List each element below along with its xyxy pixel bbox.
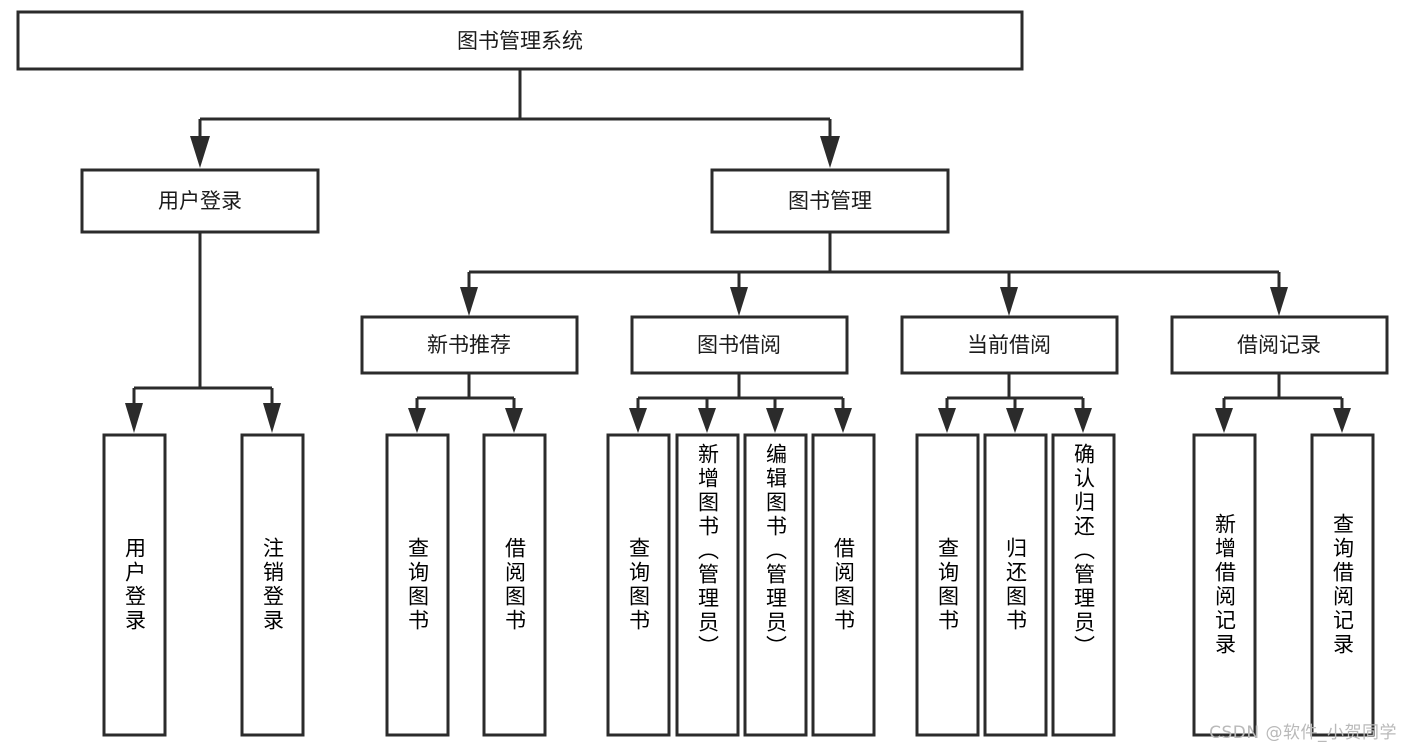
node-leaf-confirm-return[interactable]: 确认归还（管理员） bbox=[1051, 433, 1116, 737]
arrow-head-borrow-record bbox=[1270, 287, 1288, 316]
node-leaf-return-book-label: 归还图书 bbox=[1003, 537, 1028, 633]
node-leaf-add-record-label: 新增借阅记录 bbox=[1212, 513, 1237, 657]
arrow-head-leaf-confirm-return bbox=[1074, 408, 1092, 433]
arrow-head-leaf-query-book-current bbox=[938, 408, 956, 433]
node-book-borrow-box bbox=[630, 315, 849, 375]
node-leaf-borrow-book-rec-text-area: 借阅图书 bbox=[502, 537, 527, 633]
arrow-head-book-management bbox=[820, 136, 840, 168]
node-book-management[interactable]: 图书管理 bbox=[710, 168, 950, 234]
node-leaf-add-book-box bbox=[675, 433, 740, 737]
arrow-head-leaf-return-book bbox=[1006, 408, 1024, 433]
node-leaf-logout-text-area: 注销登录 bbox=[260, 537, 285, 633]
node-leaf-add-book-text-area: 新增图书（管理员） bbox=[695, 443, 720, 659]
node-leaf-query-book-borrow-box bbox=[606, 433, 671, 737]
node-leaf-query-book-borrow-label: 查询图书 bbox=[626, 537, 651, 633]
node-leaf-edit-book[interactable]: 编辑图书（管理员） bbox=[743, 433, 808, 737]
arrow-head-leaf-edit-book bbox=[766, 408, 784, 433]
node-leaf-borrow-book-text-area: 借阅图书 bbox=[831, 537, 856, 633]
node-leaf-borrow-book-box bbox=[811, 433, 876, 737]
arrow-head-user-login bbox=[190, 136, 210, 168]
node-leaf-query-record-text-area: 查询借阅记录 bbox=[1330, 513, 1355, 657]
arrow-head-book-borrow bbox=[730, 287, 748, 316]
node-leaf-user-login-box bbox=[102, 433, 167, 737]
connector-layer bbox=[125, 69, 1351, 433]
arrow-head-leaf-add-book bbox=[698, 408, 716, 433]
node-leaf-add-book-label: 新增图书（管理员） bbox=[695, 443, 720, 659]
node-current-borrow-label: 当前借阅 bbox=[967, 333, 1051, 357]
node-leaf-user-login-text-area: 用户登录 bbox=[122, 537, 147, 633]
node-user-login-box bbox=[80, 168, 320, 234]
node-leaf-query-book-current-label: 查询图书 bbox=[935, 537, 960, 633]
node-leaf-borrow-book-rec[interactable]: 借阅图书 bbox=[482, 433, 547, 737]
node-book-management-label: 图书管理 bbox=[788, 189, 872, 213]
node-leaf-query-book-borrow[interactable]: 查询图书 bbox=[606, 433, 671, 737]
node-book-borrow[interactable]: 图书借阅 bbox=[630, 315, 849, 375]
node-current-borrow[interactable]: 当前借阅 bbox=[900, 315, 1119, 375]
node-leaf-borrow-book[interactable]: 借阅图书 bbox=[811, 433, 876, 737]
arrow-head-leaf-query-record bbox=[1333, 408, 1351, 433]
node-leaf-query-book-rec-box bbox=[385, 433, 450, 737]
node-root[interactable]: 图书管理系统 bbox=[16, 10, 1024, 71]
node-leaf-query-record[interactable]: 查询借阅记录 bbox=[1310, 433, 1375, 737]
node-leaf-confirm-return-text-area: 确认归还（管理员） bbox=[1071, 443, 1096, 659]
node-leaf-query-book-rec-text-area: 查询图书 bbox=[405, 537, 430, 633]
arrow-head-current-borrow bbox=[1000, 287, 1018, 316]
node-book-management-box bbox=[710, 168, 950, 234]
node-leaf-borrow-book-rec-label: 借阅图书 bbox=[502, 537, 527, 633]
node-borrow-record-box bbox=[1170, 315, 1389, 375]
node-current-borrow-box bbox=[900, 315, 1119, 375]
node-leaf-query-book-current-text-area: 查询图书 bbox=[935, 537, 960, 633]
node-leaf-add-record[interactable]: 新增借阅记录 bbox=[1192, 433, 1257, 737]
arrow-head-leaf-query-book-borrow bbox=[629, 408, 647, 433]
arrow-head-leaf-query-book-rec bbox=[408, 408, 426, 433]
node-leaf-query-book-borrow-text-area: 查询图书 bbox=[626, 537, 651, 633]
node-leaf-logout-box bbox=[240, 433, 305, 737]
node-user-login[interactable]: 用户登录 bbox=[80, 168, 320, 234]
node-leaf-borrow-book-label: 借阅图书 bbox=[831, 537, 856, 633]
node-leaf-query-record-label: 查询借阅记录 bbox=[1330, 513, 1355, 657]
node-root-label: 图书管理系统 bbox=[457, 29, 583, 53]
node-leaf-edit-book-text-area: 编辑图书（管理员） bbox=[763, 443, 788, 659]
node-leaf-edit-book-box bbox=[743, 433, 808, 737]
node-leaf-edit-book-label: 编辑图书（管理员） bbox=[763, 443, 788, 659]
node-leaf-query-book-rec[interactable]: 查询图书 bbox=[385, 433, 450, 737]
arrow-head-leaf-borrow-book bbox=[834, 408, 852, 433]
node-leaf-add-book[interactable]: 新增图书（管理员） bbox=[675, 433, 740, 737]
node-leaf-user-login[interactable]: 用户登录 bbox=[102, 433, 167, 737]
node-leaf-logout-label: 注销登录 bbox=[260, 537, 285, 633]
node-new-book-recommend-box bbox=[360, 315, 579, 375]
arrow-head-leaf-logout bbox=[263, 403, 281, 433]
node-user-login-label: 用户登录 bbox=[158, 189, 242, 213]
node-leaf-query-book-current[interactable]: 查询图书 bbox=[915, 433, 980, 737]
node-leaf-confirm-return-box bbox=[1051, 433, 1116, 737]
node-new-book-recommend[interactable]: 新书推荐 bbox=[360, 315, 579, 375]
arrow-head-leaf-add-record bbox=[1215, 408, 1233, 433]
arrow-head-leaf-borrow-book-rec bbox=[505, 408, 523, 433]
node-root-box bbox=[16, 10, 1024, 71]
node-leaf-add-record-box bbox=[1192, 433, 1257, 737]
node-borrow-record-label: 借阅记录 bbox=[1237, 333, 1321, 357]
arrow-head-new-book-recommend bbox=[460, 287, 478, 316]
node-leaf-borrow-book-rec-box bbox=[482, 433, 547, 737]
node-leaf-return-book[interactable]: 归还图书 bbox=[983, 433, 1048, 737]
node-leaf-confirm-return-label: 确认归还（管理员） bbox=[1071, 443, 1096, 659]
node-leaf-add-record-text-area: 新增借阅记录 bbox=[1212, 513, 1237, 657]
node-book-borrow-label: 图书借阅 bbox=[697, 333, 781, 357]
node-leaf-return-book-text-area: 归还图书 bbox=[1003, 537, 1028, 633]
node-leaf-logout[interactable]: 注销登录 bbox=[240, 433, 305, 737]
arrow-head-leaf-user-login bbox=[125, 403, 143, 433]
node-leaf-query-book-current-box bbox=[915, 433, 980, 737]
node-leaf-user-login-label: 用户登录 bbox=[122, 537, 147, 633]
node-leaf-query-record-box bbox=[1310, 433, 1375, 737]
node-leaf-query-book-rec-label: 查询图书 bbox=[405, 537, 430, 633]
node-leaf-return-book-box bbox=[983, 433, 1048, 737]
node-borrow-record[interactable]: 借阅记录 bbox=[1170, 315, 1389, 375]
node-new-book-recommend-label: 新书推荐 bbox=[427, 333, 511, 357]
